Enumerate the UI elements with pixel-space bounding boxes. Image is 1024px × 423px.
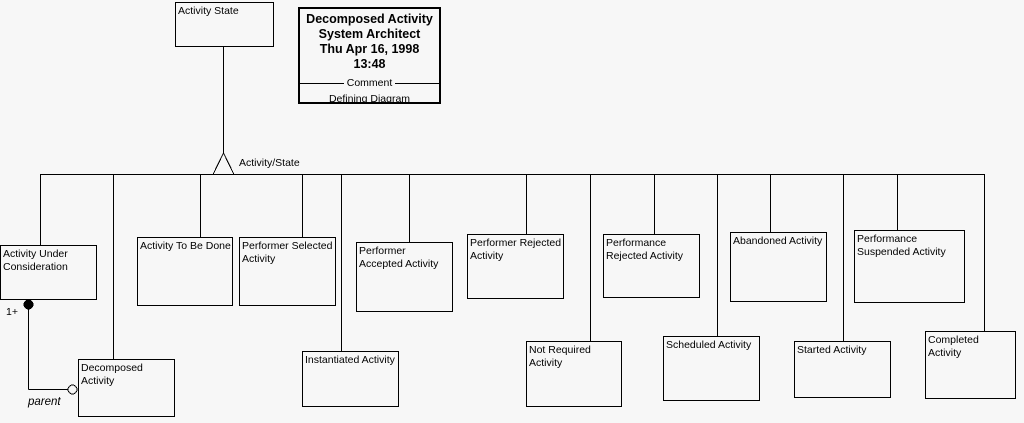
node-performance-rejected-activity[interactable]: Performance Rejected Activity bbox=[603, 234, 700, 298]
node-label: Performer Rejected Activity bbox=[470, 237, 562, 262]
node-label: Started Activity bbox=[797, 344, 867, 356]
divider-rule bbox=[395, 82, 440, 84]
node-label: Activity Under Consideration bbox=[3, 248, 68, 273]
cardinality-label: 1+ bbox=[6, 306, 18, 318]
node-label: Performance Rejected Activity bbox=[606, 237, 684, 262]
node-activity-to-be-done[interactable]: Activity To Be Done bbox=[137, 237, 233, 306]
divider-rule bbox=[300, 82, 344, 84]
defining-diagram-label: Defining Diagram bbox=[328, 93, 411, 105]
parent-role-label: parent bbox=[28, 396, 61, 408]
node-activity-state[interactable]: Activity State bbox=[175, 2, 274, 47]
node-instantiated-activity[interactable]: Instantiated Activity bbox=[302, 351, 399, 407]
node-label: Activity To Be Done bbox=[140, 240, 231, 252]
title-diagram-name: Decomposed Activity bbox=[306, 12, 433, 26]
node-label: Performer Selected Activity bbox=[242, 240, 333, 265]
node-label: Activity State bbox=[178, 5, 239, 17]
node-not-required-activity[interactable]: Not Required Activity bbox=[526, 341, 622, 407]
node-label: Scheduled Activity bbox=[666, 339, 752, 351]
node-performer-accepted-activity[interactable]: Performer Accepted Activity bbox=[356, 242, 453, 312]
node-abandoned-activity[interactable]: Abandoned Activity bbox=[730, 232, 827, 302]
optional-circle-icon bbox=[67, 384, 78, 395]
node-performer-rejected-activity[interactable]: Performer Rejected Activity bbox=[467, 234, 564, 299]
node-activity-under-consideration[interactable]: Activity Under Consideration bbox=[0, 245, 97, 300]
title-tool-name: System Architect bbox=[318, 27, 421, 41]
title-date: Thu Apr 16, 1998 bbox=[319, 42, 420, 56]
node-performer-selected-activity[interactable]: Performer Selected Activity bbox=[239, 237, 336, 306]
comment-divider-label: Comment bbox=[346, 77, 393, 89]
node-label: Completed Activity bbox=[928, 334, 979, 359]
title-time: 13:48 bbox=[353, 57, 386, 71]
node-completed-activity[interactable]: Completed Activity bbox=[925, 331, 1016, 399]
junction-label: Activity/State bbox=[239, 157, 300, 169]
node-label: Performer Accepted Activity bbox=[359, 245, 439, 270]
anchor-dot-icon bbox=[23, 299, 34, 310]
node-label: Instantiated Activity bbox=[305, 354, 395, 366]
node-label: Performance Suspended Activity bbox=[857, 233, 946, 258]
node-started-activity[interactable]: Started Activity bbox=[794, 341, 891, 398]
node-label: Not Required Activity bbox=[529, 344, 591, 369]
node-scheduled-activity[interactable]: Scheduled Activity bbox=[663, 336, 760, 401]
node-performance-suspended-activity[interactable]: Performance Suspended Activity bbox=[854, 230, 965, 303]
node-decomposed-activity[interactable]: Decomposed Activity bbox=[78, 359, 175, 417]
diagram-title-block[interactable]: Decomposed Activity System Architect Thu… bbox=[298, 7, 441, 105]
comment-divider: Comment bbox=[300, 77, 440, 89]
node-label: Decomposed Activity bbox=[81, 362, 143, 387]
hierarchy-junction-triangle-icon bbox=[212, 151, 235, 175]
node-label: Abandoned Activity bbox=[733, 235, 823, 247]
